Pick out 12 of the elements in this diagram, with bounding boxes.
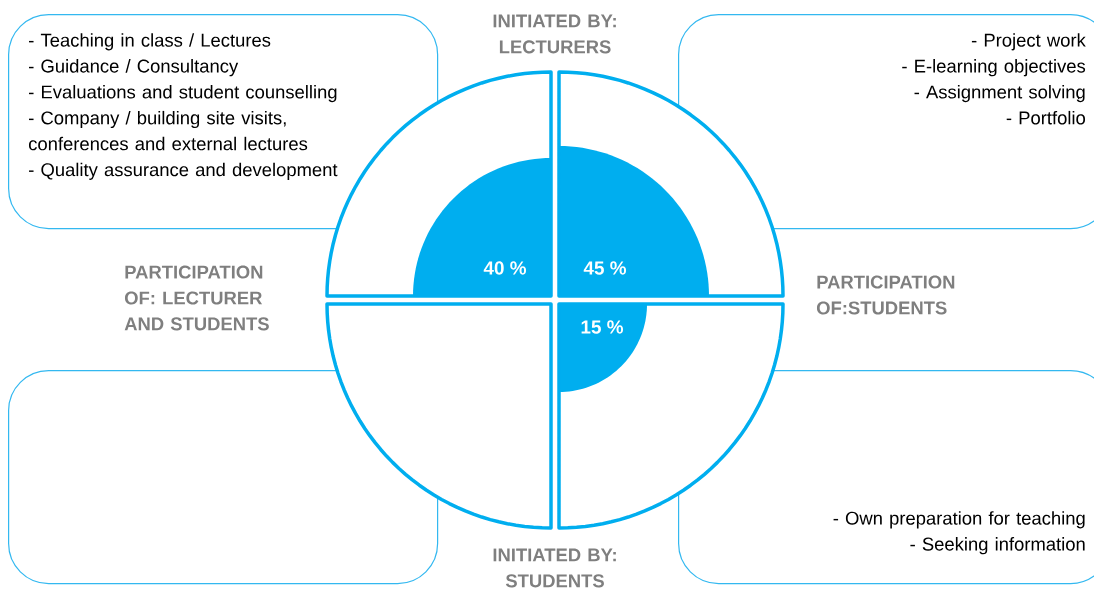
node-label: 45 % bbox=[583, 261, 627, 275]
axis-label: INITIATED BY: LECTURERS bbox=[493, 14, 616, 54]
quadrant-segment bbox=[325, 302, 553, 530]
quadrant-segment: 15 % bbox=[557, 302, 785, 530]
axis-label: PARTICIPATION OF:STUDENTS bbox=[816, 275, 955, 315]
bullet-list: - Own preparation for teaching - Seeking information bbox=[833, 511, 1085, 555]
axis-label: PARTICIPATION OF: LECTURER AND STUDENTS bbox=[124, 265, 269, 331]
node-label: 15 % bbox=[581, 320, 624, 334]
node-label: 40 % bbox=[483, 261, 527, 275]
quadrant-segment: 45 % bbox=[557, 70, 785, 298]
bullet-list: - Project work - E-learning objectives - Assignment solving - Portfolio bbox=[902, 33, 1086, 125]
axis-label: INITIATED BY: STUDENTS bbox=[493, 548, 616, 588]
